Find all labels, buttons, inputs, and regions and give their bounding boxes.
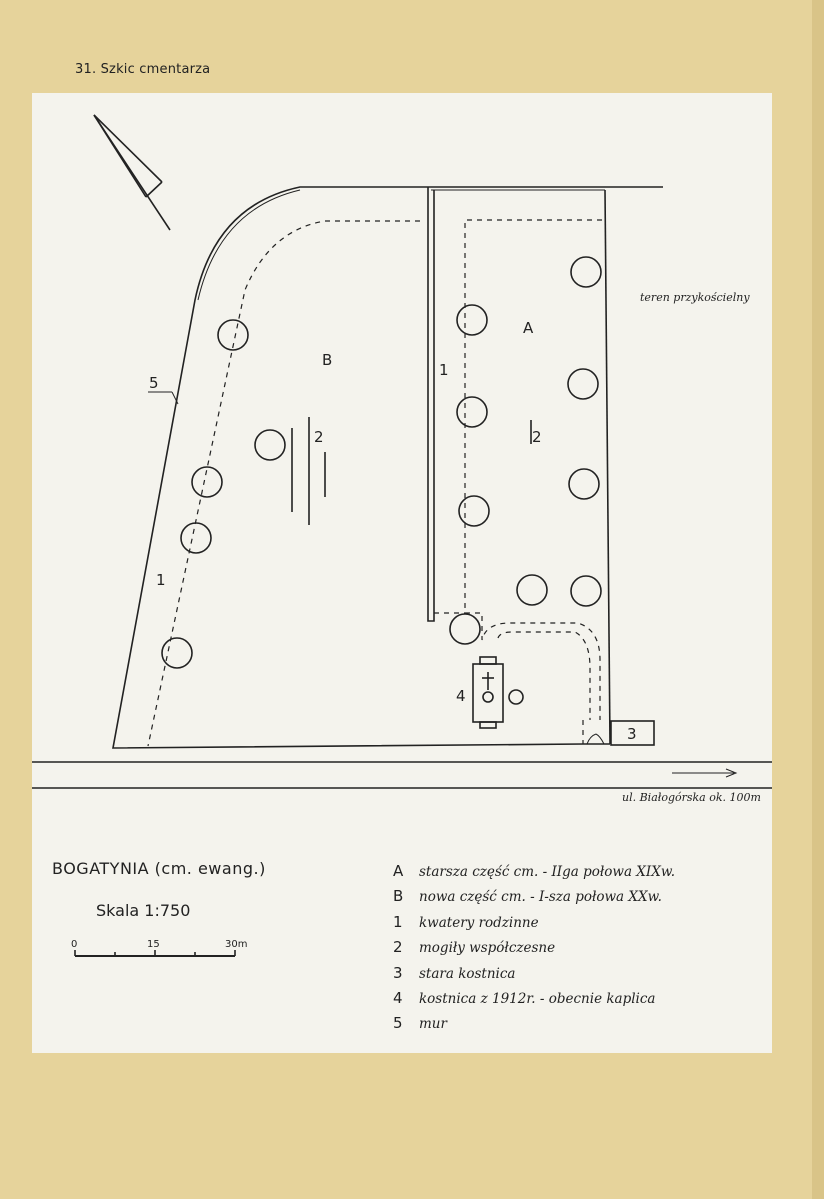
dividing-wall (427, 187, 435, 622)
old-ossuary-building (610, 720, 655, 746)
legend-key: 2 (393, 938, 403, 957)
section-b-label: B (322, 351, 332, 369)
street-label: ul. Białogórska ok. 100m (622, 791, 761, 804)
gate (586, 733, 605, 745)
modern-graves (291, 417, 532, 525)
drawing-plate (32, 93, 772, 1053)
scalebar (74, 950, 236, 957)
scalebar-tick-15: 15 (147, 939, 160, 950)
family-plots-label-left: 1 (156, 571, 166, 589)
legend-text: mur (419, 1016, 447, 1033)
legend-key: 4 (393, 988, 403, 1007)
legend-key: 5 (393, 1014, 403, 1033)
modern-graves-label-left: 2 (314, 428, 324, 446)
legend-item: 5 mur (393, 1010, 675, 1035)
legend-key: B (393, 887, 404, 906)
legend-item: 4 kostnica z 1912r. - obecnie kaplica (393, 985, 675, 1010)
scale-text: Skala 1:750 (96, 901, 191, 920)
page-title: 31. Szkic cmentarza (75, 62, 211, 77)
legend-key: 3 (393, 963, 403, 982)
legend-key: 1 (393, 912, 403, 931)
paths (147, 219, 602, 747)
scalebar-tick-0: 0 (71, 939, 77, 950)
legend-text: stara kostnica (419, 965, 516, 982)
chapel-icon (472, 656, 524, 729)
legend-text: kwatery rodzinne (419, 914, 539, 931)
section-a-label: A (523, 319, 534, 337)
outer-wall (112, 186, 584, 749)
scalebar-tick-30: 30m (225, 939, 247, 950)
legend-item: 1 kwatery rodzinne (393, 909, 675, 934)
legend-title: BOGATYNIA (cm. ewang.) (52, 859, 266, 878)
legend-text: starsza część cm. - IIga połowa XIXw. (419, 864, 676, 880)
family-plots (161, 256, 602, 669)
east-wall (604, 189, 611, 745)
legend-item: 2 mogiły współczesne (393, 934, 675, 959)
legend-text: kostnica z 1912r. - obecnie kaplica (419, 990, 656, 1007)
modern-graves-label-right: 2 (532, 428, 542, 446)
page-edge (812, 0, 824, 1199)
legend-item: 3 stara kostnica (393, 960, 675, 985)
outer-wall-inner (197, 189, 301, 301)
adjacent-area-label: teren przykościelny (640, 291, 750, 304)
north-arrow-icon (93, 114, 171, 231)
wall-label: 5 (149, 374, 159, 392)
legend-text: nowa część cm. - I-sza połowa XXw. (419, 889, 662, 906)
legend-key: A (393, 862, 404, 880)
family-plots-label-right: 1 (439, 361, 449, 379)
street (32, 761, 772, 789)
chapel-label: 4 (456, 687, 466, 705)
legend-text: mogiły współczesne (419, 940, 556, 957)
old-ossuary-label: 3 (627, 725, 637, 743)
